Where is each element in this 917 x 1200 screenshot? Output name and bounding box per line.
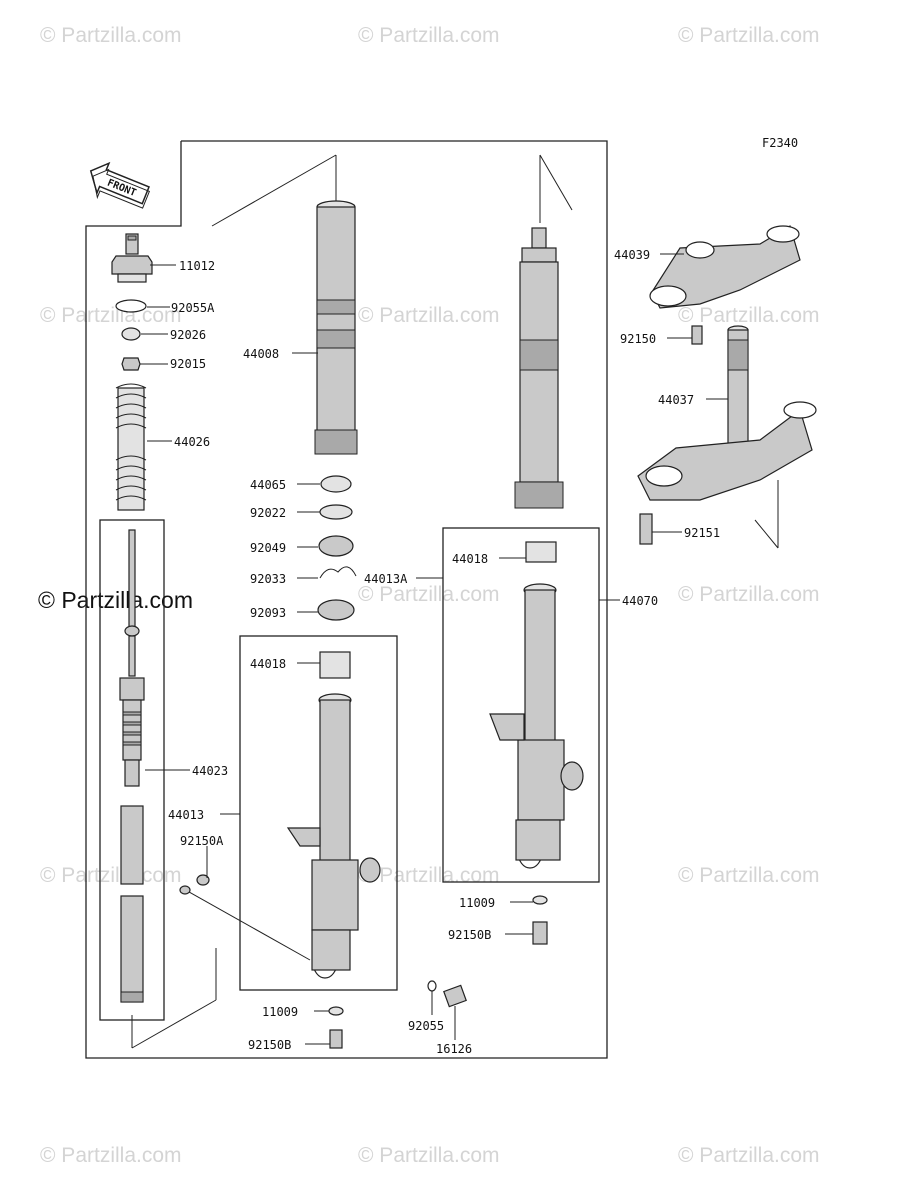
drain-bolt bbox=[532, 921, 548, 945]
part-labels: 11012 92055A 92026 92015 44026 44023 440… bbox=[168, 248, 720, 1056]
part-label: 92022 bbox=[250, 506, 286, 520]
clamp-bolt bbox=[639, 513, 653, 545]
fork-assembly-complete bbox=[514, 227, 564, 509]
part-label: 92093 bbox=[250, 606, 286, 620]
part-label: 92026 bbox=[170, 328, 206, 342]
part-label: 44013A bbox=[364, 572, 408, 586]
nut bbox=[121, 357, 141, 371]
part-label: 92150 bbox=[620, 332, 656, 346]
part-label: 16126 bbox=[436, 1042, 472, 1056]
watermark: © Partzilla.com bbox=[40, 304, 182, 327]
left-outer-tube bbox=[286, 651, 381, 979]
part-label: 44018 bbox=[250, 657, 286, 671]
leader-lines bbox=[140, 253, 728, 1045]
washer bbox=[319, 504, 353, 520]
watermark: © Partzilla.com bbox=[358, 304, 500, 327]
part-label: 92055 bbox=[408, 1019, 444, 1033]
watermark: © Partzilla.com bbox=[358, 1144, 500, 1167]
washer bbox=[121, 327, 141, 341]
part-label: 92015 bbox=[170, 357, 206, 371]
oil-seal bbox=[318, 535, 354, 557]
watermark: © Partzilla.com bbox=[678, 304, 820, 327]
watermark: © Partzilla.com bbox=[678, 864, 820, 887]
gasket bbox=[328, 1006, 344, 1016]
part-label: 44065 bbox=[250, 478, 286, 492]
axle-bolt bbox=[179, 874, 311, 961]
air-valve bbox=[443, 984, 467, 1008]
part-label: 11009 bbox=[262, 1005, 298, 1019]
slide-bushing bbox=[320, 475, 352, 493]
assembly-frame bbox=[85, 140, 608, 1059]
watermark: © Partzilla.com bbox=[678, 1144, 820, 1167]
watermark: © Partzilla.com bbox=[358, 24, 500, 47]
part-label: 44023 bbox=[192, 764, 228, 778]
part-label: 92033 bbox=[250, 572, 286, 586]
o-ring-small bbox=[427, 980, 437, 992]
upper-triple-clamp bbox=[649, 225, 801, 309]
fork-spring bbox=[115, 383, 147, 511]
retaining-clip bbox=[319, 566, 357, 579]
part-label: 44037 bbox=[658, 393, 694, 407]
part-label: 92055A bbox=[171, 301, 215, 315]
part-label: 44008 bbox=[243, 347, 279, 361]
part-label: 92151 bbox=[684, 526, 720, 540]
part-label: 92150B bbox=[248, 1038, 291, 1052]
part-label: 11012 bbox=[179, 259, 215, 273]
part-label: 11009 bbox=[459, 896, 495, 910]
part-label: 92049 bbox=[250, 541, 286, 555]
lower-triple-clamp bbox=[637, 401, 817, 501]
part-label: 44039 bbox=[614, 248, 650, 262]
figure-code: F2340 bbox=[762, 136, 798, 150]
part-label: 44013 bbox=[168, 808, 204, 822]
right-outer-tube-frame bbox=[442, 527, 600, 883]
part-label: 44026 bbox=[174, 435, 210, 449]
damper-rod-assembly bbox=[119, 529, 145, 787]
damper-cylinder bbox=[120, 805, 144, 1003]
gasket bbox=[532, 895, 548, 905]
watermark: © Partzilla.com bbox=[678, 583, 820, 606]
drain-bolt bbox=[329, 1029, 343, 1049]
dust-seal bbox=[317, 599, 355, 621]
o-ring bbox=[115, 299, 147, 313]
clamp-bolt bbox=[691, 325, 703, 345]
watermark-main: © Partzilla.com bbox=[38, 587, 193, 613]
front-arrow-icon: FRONT bbox=[89, 161, 151, 209]
watermark: © Partzilla.com bbox=[678, 24, 820, 47]
right-outer-tube bbox=[489, 541, 584, 869]
guide-lines bbox=[131, 154, 779, 1049]
watermark: © Partzilla.com bbox=[40, 1144, 182, 1167]
watermark: © Partzilla.com bbox=[358, 864, 500, 887]
part-label: 92150B bbox=[448, 928, 491, 942]
fork-cap-bolt bbox=[111, 233, 153, 283]
watermark: © Partzilla.com bbox=[40, 864, 182, 887]
steering-stem bbox=[727, 325, 749, 461]
watermark: © Partzilla.com bbox=[358, 583, 500, 606]
part-label: 92150A bbox=[180, 834, 224, 848]
left-outer-tube-frame bbox=[239, 635, 398, 991]
part-label: 44070 bbox=[622, 594, 658, 608]
watermark: © Partzilla.com bbox=[40, 24, 182, 47]
inner-tube bbox=[314, 200, 358, 455]
part-label: 44018 bbox=[452, 552, 488, 566]
watermark-layer: © Partzilla.com © Partzilla.com © Partzi… bbox=[38, 24, 820, 1167]
